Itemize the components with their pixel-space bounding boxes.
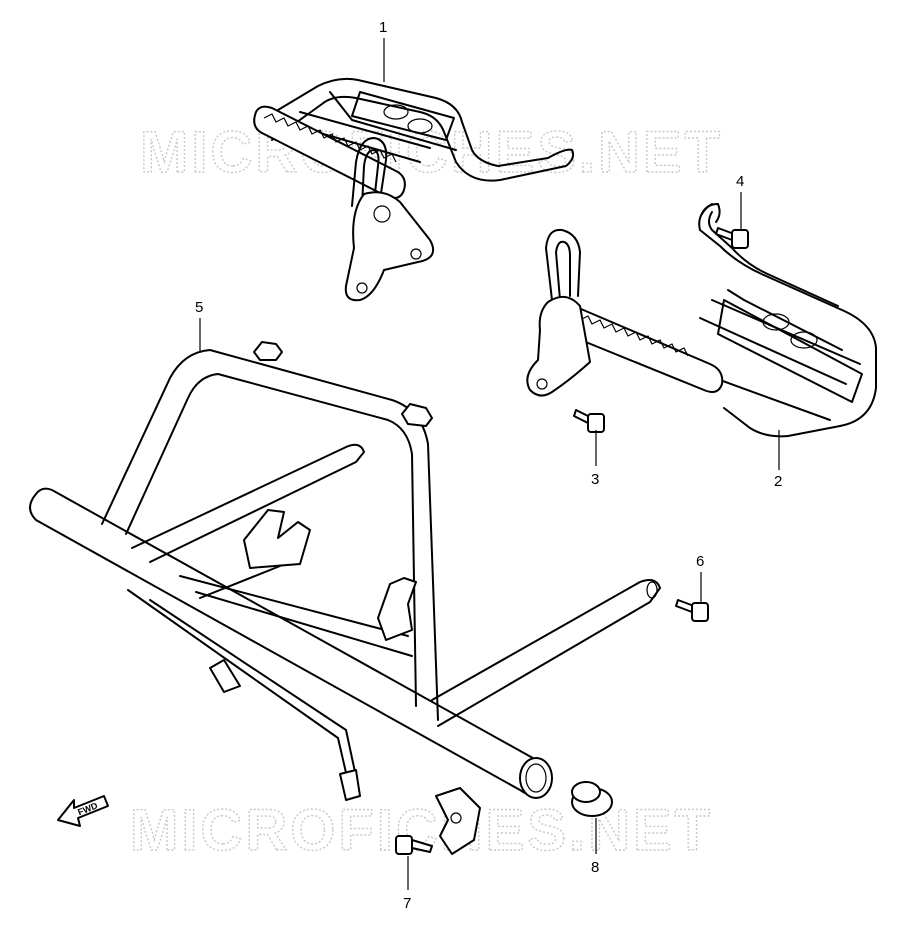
callout-2-label: 2 <box>774 473 782 490</box>
fwd-arrow-icon: FWD <box>57 795 109 827</box>
callout-4-label: 4 <box>736 173 744 190</box>
bolt-6 <box>675 599 709 622</box>
callout-1-label: 1 <box>379 19 387 36</box>
bolt-7 <box>395 835 433 855</box>
footrest-right <box>526 203 877 438</box>
callout-5-label: 5 <box>195 299 203 316</box>
callout-2: 2 <box>774 430 782 490</box>
bolt-3 <box>573 409 605 433</box>
callout-7: 7 <box>403 856 411 912</box>
frame-guard <box>29 341 661 855</box>
callout-7-label: 7 <box>403 895 411 912</box>
watermark-bottom: MICROFICHES.NET <box>130 798 713 863</box>
callout-6: 6 <box>696 553 704 602</box>
callout-4: 4 <box>736 173 744 230</box>
cap-plug-8 <box>571 781 613 817</box>
callout-1: 1 <box>379 19 387 82</box>
watermark-top: MICROFICHES.NET <box>140 120 723 185</box>
callout-3-label: 3 <box>591 471 599 488</box>
footrest-left <box>253 77 575 302</box>
bolt-4 <box>715 227 749 249</box>
callout-8-label: 8 <box>591 859 599 876</box>
callouts: 1 2 3 4 5 6 7 8 <box>195 19 782 912</box>
callout-5: 5 <box>195 299 203 352</box>
callout-3: 3 <box>591 430 599 488</box>
callout-8: 8 <box>591 818 599 876</box>
watermark-group: MICROFICHES.NET MICROFICHES.NET <box>129 119 723 863</box>
callout-6-label: 6 <box>696 553 704 570</box>
